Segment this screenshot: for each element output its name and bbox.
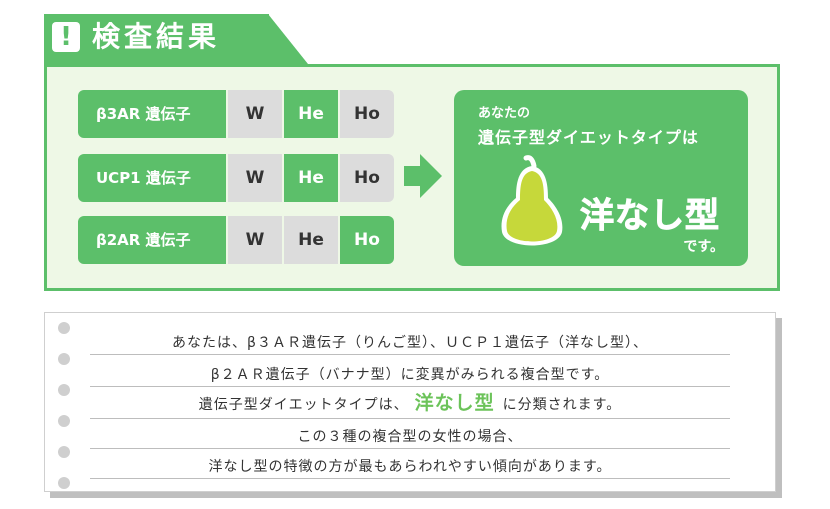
genotype-cell-ho: Ho <box>340 216 394 264</box>
ruled-line <box>90 448 730 449</box>
binder-hole <box>58 446 70 458</box>
gene-label: UCP1 遺伝子 <box>78 154 226 202</box>
note-line-3: 遺伝子型ダイエットタイプは、洋なし型に分類されます。 <box>90 393 730 415</box>
result-note <box>44 312 776 492</box>
arrow-right-icon <box>404 166 420 186</box>
ruled-line <box>90 386 730 387</box>
type-suffix: です。 <box>683 239 724 255</box>
ruled-line <box>90 478 730 479</box>
genotype-cell-ho: Ho <box>340 154 394 202</box>
note-line-5: 洋なし型の特徴の方が最もあらわれやすい傾向があります。 <box>208 459 612 475</box>
note-line-4: この３種の複合型の女性の場合、 <box>297 429 523 445</box>
arrow-right-icon-head <box>420 154 442 198</box>
binder-hole <box>58 353 70 365</box>
gene-label: β3AR 遺伝子 <box>78 90 226 138</box>
alert-icon: ! <box>52 22 80 52</box>
genotype-cell-he: He <box>284 154 338 202</box>
diet-type-name: 洋なし型 <box>580 196 720 237</box>
binder-hole <box>58 322 70 334</box>
note-line-3-after: に分類されます。 <box>502 397 622 413</box>
section-header <box>44 14 269 64</box>
note-highlight-type: 洋なし型 <box>414 392 495 414</box>
binder-hole <box>58 477 70 489</box>
genotype-cell-w: W <box>228 216 282 264</box>
pear-icon <box>501 155 563 246</box>
page-title: 検査結果 <box>92 20 221 53</box>
ruled-line <box>90 418 730 419</box>
genotype-cell-he: He <box>284 90 338 138</box>
binder-hole <box>58 415 70 427</box>
ruled-line <box>90 354 730 355</box>
section-header-slant <box>268 14 308 64</box>
genotype-cell-ho: Ho <box>340 90 394 138</box>
binder-hole <box>58 384 70 396</box>
diet-type-card: あなたの 遺伝子型ダイエットタイプは 洋なし型 です。 <box>454 90 748 266</box>
genotype-cell-he: He <box>284 216 338 264</box>
genotype-cell-w: W <box>228 154 282 202</box>
note-line-1: あなたは、β３ＡＲ遺伝子（りんご型）、ＵＣＰ１遺伝子（洋なし型）、 <box>172 335 648 351</box>
gene-label: β2AR 遺伝子 <box>78 216 226 264</box>
type-caption: 遺伝子型ダイエットタイプは <box>478 128 699 147</box>
note-line-2: β２ＡＲ遺伝子（バナナ型）に変異がみられる複合型です。 <box>210 367 610 383</box>
genotype-cell-w: W <box>228 90 282 138</box>
type-intro: あなたの <box>478 106 531 121</box>
note-line-3-before: 遺伝子型ダイエットタイプは、 <box>198 397 409 413</box>
